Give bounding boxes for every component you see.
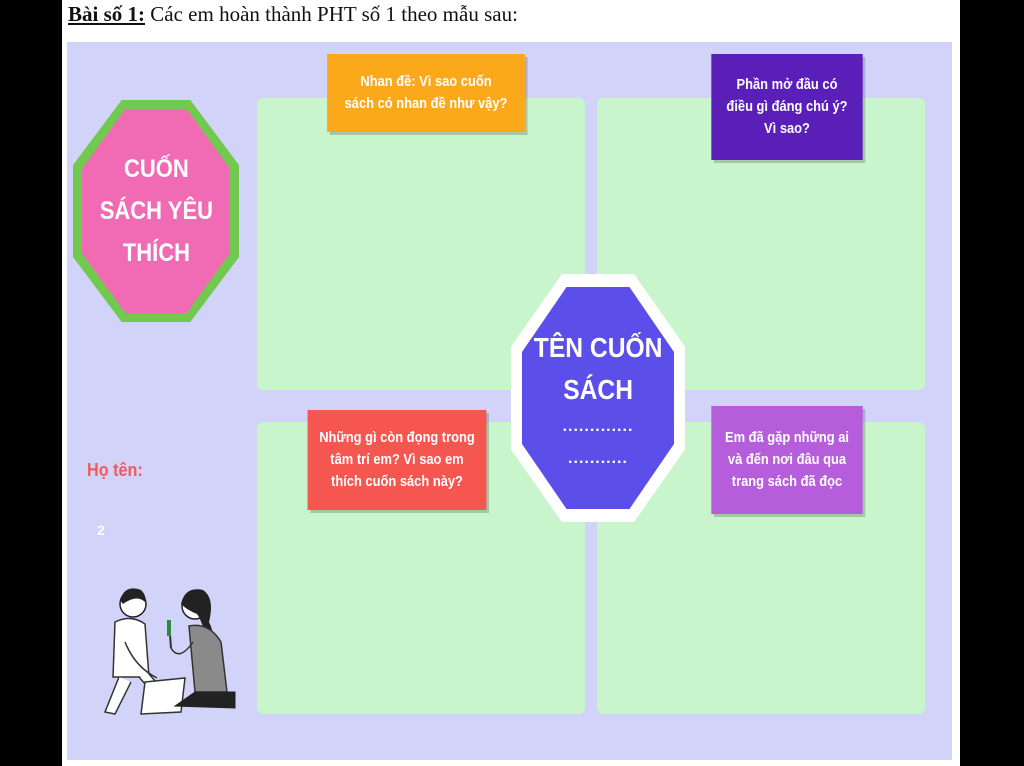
favorite-book-text: CUỐN SÁCH YÊU THÍCH xyxy=(99,155,213,267)
worksheet: CUỐN SÁCH YÊU THÍCH Nhan đề: Vì sao cuốn… xyxy=(67,42,952,760)
book-title-blank-1[interactable]: ............. xyxy=(562,418,634,435)
question-title: Nhan đề: Vì sao cuốn sách có nhan đề như… xyxy=(327,54,525,132)
question-opening: Phần mở đầu có điều gì đáng chú ý? Vì sa… xyxy=(711,54,863,160)
question-memories: Những gì còn đọng trong tâm trí em? Vì s… xyxy=(307,410,487,510)
name-value[interactable]: 2 xyxy=(97,522,105,538)
favorite-book-octagon: CUỐN SÁCH YÊU THÍCH xyxy=(82,109,230,313)
book-title-blank-2[interactable]: ........... xyxy=(568,450,628,467)
book-title-heading: TÊN CUỐN SÁCH xyxy=(533,332,663,405)
exercise-instruction: Các em hoàn thành PHT số 1 theo mẫu sau: xyxy=(145,2,518,26)
question-characters: Em đã gặp những ai và đến nơi đâu qua tr… xyxy=(711,406,863,514)
name-label: Họ tên: xyxy=(87,460,143,480)
two-students-reading-icon xyxy=(103,588,236,715)
book-title-octagon: TÊN CUỐN SÁCH ............. ........... xyxy=(522,287,674,509)
exercise-number: Bài số 1: xyxy=(68,2,146,26)
exercise-heading: Bài số 1: Các em hoàn thành PHT số 1 the… xyxy=(68,2,948,32)
document-page: Bài số 1: Các em hoàn thành PHT số 1 the… xyxy=(62,0,960,766)
